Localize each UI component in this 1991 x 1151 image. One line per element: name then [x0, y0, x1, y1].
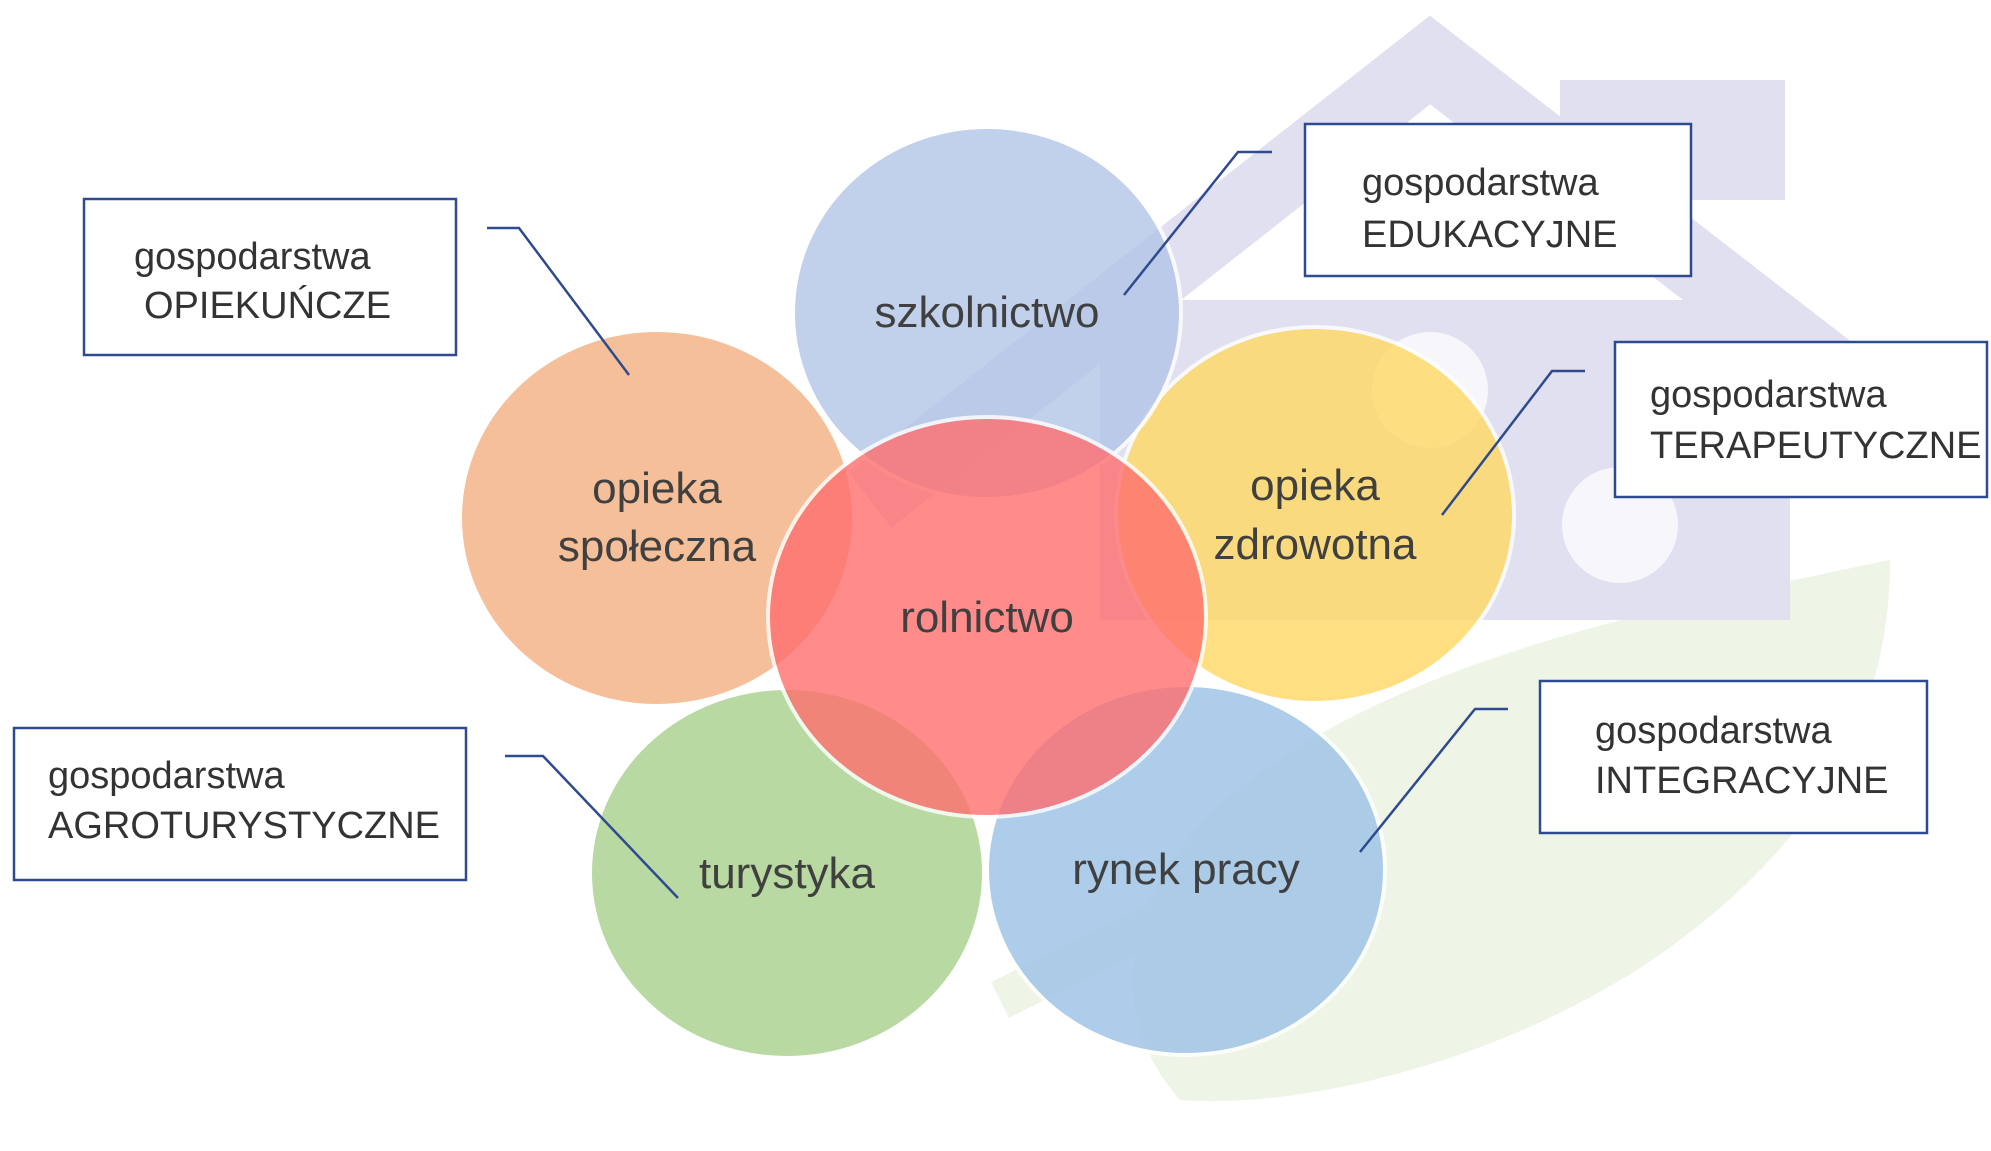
callout-labor-box [1538, 679, 1929, 835]
circle-label-education: szkolnictwo [875, 288, 1100, 337]
callout-education-line1: gospodarstwa [1362, 162, 1599, 204]
circle-agriculture [766, 415, 1208, 819]
callout-tourism-line2: AGROTURYSTYCZNE [48, 805, 440, 847]
callout-care-line2: OPIEKUŃCZE [144, 284, 391, 327]
callout-care-box [82, 197, 458, 357]
circle-label-health-1: opieka [1250, 461, 1380, 510]
callout-labor-line2: INTEGRACYJNE [1595, 760, 1888, 802]
connector-lines [487, 150, 1585, 899]
circle-label-labor: rynek pracy [1072, 845, 1299, 894]
circle-label-care-2: społeczna [558, 522, 757, 571]
connector-care [487, 226, 631, 376]
connector-tourism [505, 754, 679, 899]
callout-education: gospodarstwa EDUKACYJNE [1303, 122, 1693, 278]
callout-care-line1: gospodarstwa [134, 236, 371, 278]
callout-health-box [1613, 340, 1989, 499]
callout-tourism-line1: gospodarstwa [48, 755, 285, 797]
outer-circles [458, 125, 1516, 1060]
circle-label-tourism: turystyka [699, 849, 876, 898]
callout-care: gospodarstwa OPIEKUŃCZE [82, 197, 458, 357]
circle-label-health-2: zdrowotna [1213, 520, 1417, 569]
callout-health-line1: gospodarstwa [1650, 374, 1887, 416]
callout-health: gospodarstwa TERAPEUTYCZNE [1613, 340, 1989, 499]
circle-label-agriculture: rolnictwo [900, 593, 1074, 642]
callout-education-line2: EDUKACYJNE [1362, 214, 1618, 256]
callout-boxes: gospodarstwa OPIEKUŃCZE gospodarstwa EDU… [12, 122, 1989, 882]
callout-health-line2: TERAPEUTYCZNE [1650, 425, 1981, 467]
connector-labor [1359, 707, 1508, 853]
circle-label-care-1: opieka [592, 464, 722, 513]
callout-education-box [1303, 122, 1693, 278]
circle-labels: szkolnictwo opieka społeczna opieka zdro… [558, 288, 1417, 898]
callout-tourism-box [12, 726, 468, 882]
connector-health [1441, 369, 1585, 516]
connector-education [1123, 150, 1272, 296]
callout-labor-line1: gospodarstwa [1595, 710, 1832, 752]
callout-labor: gospodarstwa INTEGRACYJNE [1538, 679, 1929, 835]
callout-tourism: gospodarstwa AGROTURYSTYCZNE [12, 726, 468, 882]
